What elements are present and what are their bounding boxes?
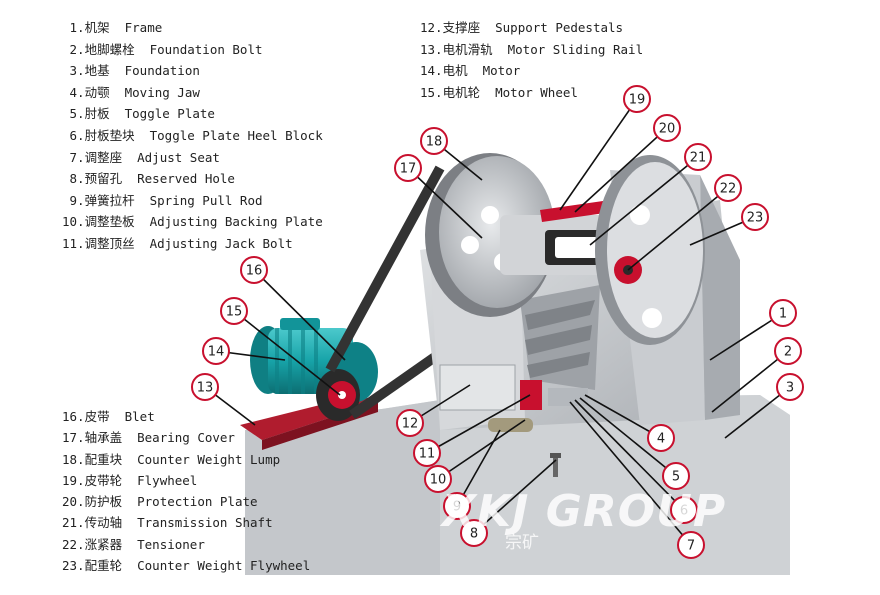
callout-circle bbox=[662, 462, 690, 490]
leader-line bbox=[253, 269, 346, 361]
callout-circle bbox=[220, 297, 248, 325]
leader-line bbox=[407, 167, 483, 239]
callout-circle bbox=[240, 256, 268, 284]
callout-number: 20 bbox=[659, 122, 676, 137]
legend-item: 9.弹簧拉杆 Spring Pull Rod bbox=[62, 192, 263, 208]
callout-number: 3 bbox=[786, 381, 794, 396]
callout-circle bbox=[653, 114, 681, 142]
callout-circle bbox=[776, 373, 804, 401]
callout-number: 6 bbox=[680, 504, 688, 519]
moving-jaw bbox=[520, 285, 600, 390]
leader-line bbox=[426, 394, 531, 454]
legend-item: 17.轴承盖 Bearing Cover bbox=[62, 430, 235, 446]
callout-number: 5 bbox=[672, 470, 680, 485]
leader-line bbox=[233, 310, 341, 396]
leader-line bbox=[589, 156, 699, 246]
callout-number: 23 bbox=[747, 211, 764, 226]
transmission-shaft bbox=[500, 215, 620, 275]
callout-circle bbox=[684, 143, 712, 171]
callout-circle bbox=[741, 203, 769, 231]
leader-line bbox=[584, 394, 662, 439]
legend-item: 8.预留孔 Reserved Hole bbox=[62, 171, 235, 187]
callout-circle bbox=[413, 439, 441, 467]
callout-number: 4 bbox=[657, 432, 665, 447]
callout-circle bbox=[714, 174, 742, 202]
leader-line bbox=[579, 397, 677, 477]
watermark-brand: XKJ GROUP bbox=[442, 486, 727, 537]
callout-number: 14 bbox=[208, 345, 225, 360]
legend-item: 11.调整顶丝 Adjusting Jack Bolt bbox=[62, 235, 293, 251]
toggle-plate-assembly bbox=[439, 364, 588, 432]
callout-number: 15 bbox=[226, 305, 243, 320]
callout-circle bbox=[396, 409, 424, 437]
legend-item: 18.配重块 Counter Weight Lump bbox=[62, 451, 281, 467]
callout-number: 10 bbox=[430, 473, 447, 488]
callout-circle bbox=[460, 519, 488, 547]
counter-weight-flywheel bbox=[595, 155, 705, 345]
callout-circle bbox=[202, 337, 230, 365]
leader-line bbox=[627, 187, 729, 271]
callout-number: 9 bbox=[453, 500, 461, 515]
callout-number: 17 bbox=[400, 162, 417, 177]
legend-item: 6.肘板垫块 Toggle Plate Heel Block bbox=[62, 127, 323, 143]
leader-line bbox=[709, 312, 784, 361]
legend-item: 1.机架 Frame bbox=[62, 20, 163, 35]
callout-number: 1 bbox=[779, 307, 787, 322]
callout-number: 22 bbox=[720, 182, 737, 197]
callout-circle bbox=[443, 492, 471, 520]
legend-item: 15.电机轮 Motor Wheel bbox=[420, 84, 578, 100]
watermark-cn: 宗矿 bbox=[505, 533, 539, 553]
callout-number: 8 bbox=[470, 527, 478, 542]
callout-circle bbox=[420, 127, 448, 155]
legend-item: 4.动颚 Moving Jaw bbox=[62, 84, 200, 100]
callout-number: 18 bbox=[426, 135, 443, 150]
callout-circle bbox=[647, 424, 675, 452]
leader-line bbox=[574, 399, 685, 511]
legend-item: 12.支撑座 Support Pedestals bbox=[420, 20, 624, 35]
callout-number: 21 bbox=[690, 151, 707, 166]
callout-number: 19 bbox=[629, 93, 646, 108]
callout-circle bbox=[623, 85, 651, 113]
legend-item: 21.传动轴 Transmission Shaft bbox=[62, 515, 273, 531]
callout-circle bbox=[191, 373, 219, 401]
legend-item: 2.地脚螺栓 Foundation Bolt bbox=[62, 41, 263, 57]
reserved-hole-bolt bbox=[550, 453, 561, 477]
legend-left-top: 1.机架 Frame 2.地脚螺栓 Foundation Bolt 3.地基 F… bbox=[62, 17, 323, 255]
callout-circle bbox=[774, 337, 802, 365]
leader-line bbox=[473, 459, 557, 534]
legend-item: 16.皮带 Blet bbox=[62, 409, 155, 424]
callout-circle bbox=[394, 154, 422, 182]
legend-item: 10.调整垫板 Adjusting Backing Plate bbox=[62, 214, 323, 230]
legend-item: 13.电机滑轨 Motor Sliding Rail bbox=[420, 41, 644, 57]
legend-item: 22.涨紧器 Tensioner bbox=[62, 536, 205, 552]
callout-number: 7 bbox=[687, 539, 695, 554]
callout-number: 13 bbox=[197, 381, 214, 396]
callout-circle bbox=[424, 465, 452, 493]
legend-item: 3.地基 Foundation bbox=[62, 63, 200, 79]
callout-circle bbox=[677, 531, 705, 559]
legend-item: 5.肘板 Toggle Plate bbox=[62, 106, 215, 122]
callout-number: 11 bbox=[419, 447, 436, 462]
callout-number: 2 bbox=[784, 345, 792, 360]
legend-item: 23.配重轮 Counter Weight Flywheel bbox=[62, 558, 311, 574]
legend-item: 7.调整座 Adjust Seat bbox=[62, 149, 220, 165]
callout-circle bbox=[670, 496, 698, 524]
legend-item: 19.皮带轮 Flywheel bbox=[62, 472, 198, 488]
leader-line bbox=[574, 127, 668, 213]
callout-number: 16 bbox=[246, 264, 263, 279]
legend-right-top: 12.支撑座 Support Pedestals 13.电机滑轨 Motor Sl… bbox=[420, 17, 643, 103]
callout-circle bbox=[769, 299, 797, 327]
leader-lines bbox=[204, 98, 791, 546]
leader-line bbox=[569, 401, 692, 546]
motor-wheel bbox=[316, 369, 360, 421]
legend-item: 14.电机 Motor bbox=[420, 63, 521, 79]
callout-number: 12 bbox=[402, 417, 419, 432]
leader-line bbox=[559, 98, 638, 211]
leader-line bbox=[711, 350, 789, 413]
legend-item: 20.防护板 Protection Plate bbox=[62, 494, 258, 510]
leader-line bbox=[437, 419, 526, 480]
legend-left-bottom: 16.皮带 Blet 17.轴承盖 Bearing Cover 18.配重块 Cou… bbox=[62, 406, 310, 576]
